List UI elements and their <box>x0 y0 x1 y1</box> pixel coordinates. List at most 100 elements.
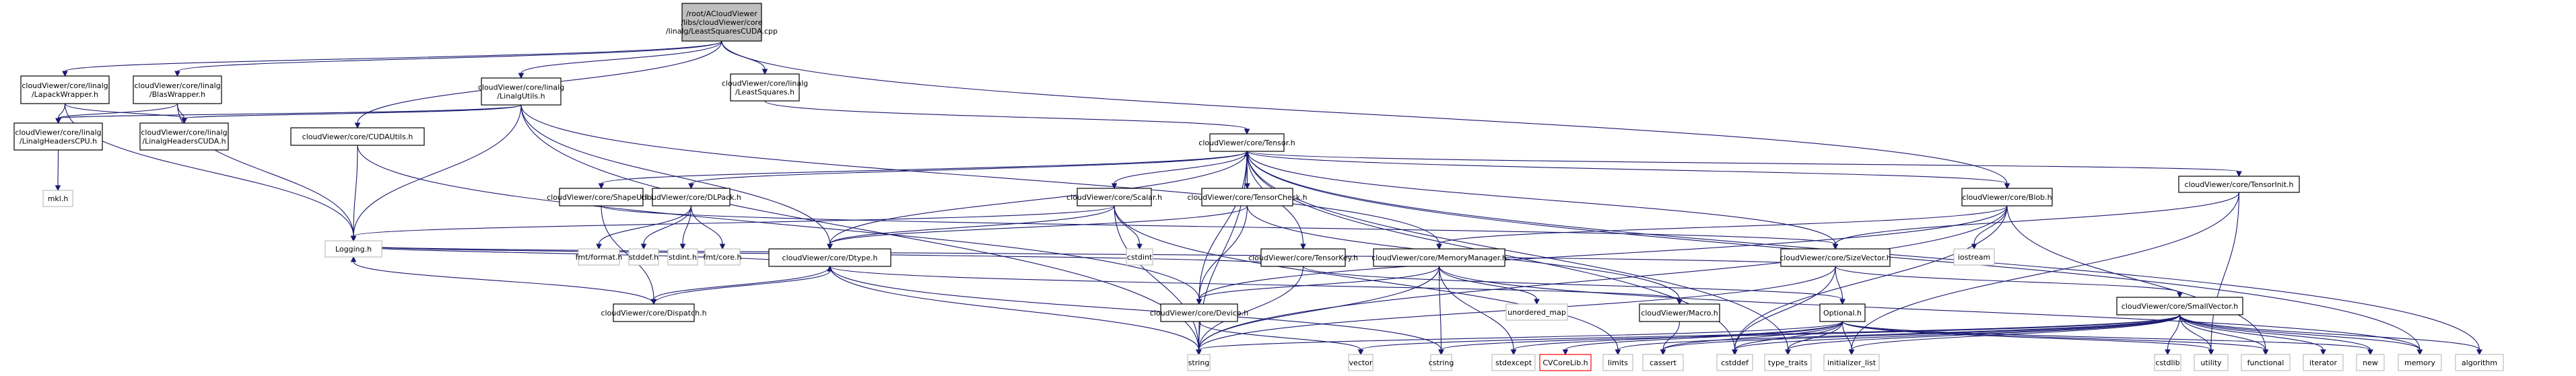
node-dispatch[interactable]: cloudViewer/core/Dispatch.h <box>601 303 707 322</box>
node-label: /linalg/LeastSquaresCUDA.cpp <box>666 27 778 36</box>
node-label: stdexcept <box>1495 359 1532 367</box>
node-leastsquares[interactable]: cloudViewer/core/linalg/LeastSquares.h <box>722 73 808 102</box>
node-label: cloudViewer/core/SizeVector.h <box>1780 254 1891 262</box>
node-box <box>1961 188 2053 206</box>
node-label: cloudViewer/core/linalg <box>15 128 101 137</box>
node-box <box>730 73 800 102</box>
node-label: fmt/format.h <box>576 253 623 262</box>
node-dlpack[interactable]: cloudViewer/core/DLPack.h <box>641 188 741 206</box>
node-box <box>704 248 741 266</box>
node-label: cloudViewer/core/TensorKey.h <box>1248 254 1358 262</box>
node-label: algorithm <box>2462 359 2497 367</box>
node-optional[interactable]: Optional.h <box>1819 303 1866 322</box>
node-smallvector[interactable]: cloudViewer/core/SmallVector.h <box>2116 297 2243 315</box>
edge-blob-to-iostream <box>1973 205 2008 245</box>
node-box <box>1639 303 1720 322</box>
node-label: cloudViewer/core/Device.h <box>1150 309 1249 317</box>
arrowhead-icon <box>1137 243 1143 250</box>
edge-smallvector-to-memory <box>2179 314 2420 350</box>
edge-blas-to-cpu <box>57 103 178 119</box>
edge-smallvector-to-cstdlib <box>2167 314 2181 350</box>
node-tensorcheck[interactable]: cloudViewer/core/TensorCheck.h <box>1187 188 1308 206</box>
node-box <box>613 303 695 322</box>
node-box <box>133 75 222 104</box>
node-label: cstdint <box>1127 253 1153 262</box>
arrowhead-icon <box>640 243 647 250</box>
node-memmgr[interactable]: cloudViewer/core/MemoryManager.h <box>1371 248 1507 267</box>
node-blob[interactable]: cloudViewer/core/Blob.h <box>1961 188 2053 206</box>
node-label: cstring <box>1429 359 1454 367</box>
arrowhead-icon <box>827 265 833 272</box>
node-cpu[interactable]: cloudViewer/core/linalg/LinalgHeadersCPU… <box>13 122 103 151</box>
node-label: cloudViewer/core/linalg <box>141 128 227 137</box>
node-tensorkey[interactable]: cloudViewer/core/TensorKey.h <box>1248 248 1358 267</box>
node-label: cloudViewer/core/linalg <box>722 79 808 88</box>
node-blas[interactable]: cloudViewer/core/linalg/BlasWrapper.h <box>133 75 222 104</box>
node-fmtcore: fmt/core.h <box>704 248 741 266</box>
node-box <box>578 248 620 266</box>
edge-linalgutils-to-cuda <box>183 104 522 119</box>
edge-dlpack-to-fmtcore <box>690 205 723 245</box>
node-label: cloudViewer/Macro.h <box>1641 309 1718 317</box>
node-box <box>325 240 382 258</box>
edge-dlpack-to-stdint <box>682 205 692 245</box>
edge-tensorcheck-to-device <box>1198 205 1248 300</box>
edge-scalar-to-logging <box>353 205 1115 237</box>
node-box <box>2303 354 2344 371</box>
node-device[interactable]: cloudViewer/core/Device.h <box>1150 303 1249 322</box>
node-label: iterator <box>2309 359 2337 367</box>
node-box <box>1491 354 1536 371</box>
arrowhead-icon <box>2262 349 2269 356</box>
node-tensor[interactable]: cloudViewer/core/Tensor.h <box>1198 133 1295 152</box>
node-box <box>2356 354 2385 371</box>
node-unorderedmap: unordered_map <box>1505 303 1568 321</box>
edge-optional-to-string <box>1198 321 1843 350</box>
edge-tensor-to-device <box>1198 151 1248 300</box>
edge-tensorinit-to-initlist <box>1851 192 2240 350</box>
edge-tensorcheck-to-dtype <box>829 205 1248 245</box>
node-label: initializer_list <box>1827 359 1876 367</box>
edge-dlpack-to-fmtformat <box>598 205 692 245</box>
node-root[interactable]: /root/ACloudViewer/libs/cloudViewer/core… <box>666 3 778 42</box>
node-label: new <box>2363 359 2378 367</box>
node-linalgutils[interactable]: cloudViewer/core/linalg/LinalgUtils.h <box>478 77 564 106</box>
edge-lapack-to-cpu <box>57 103 66 119</box>
node-cuda[interactable]: cloudViewer/core/linalg/LinalgHeadersCUD… <box>139 122 229 151</box>
edge-tensor-to-sizevector <box>1246 151 1836 245</box>
node-label: functional <box>2247 359 2284 367</box>
node-label: /LinalgHeadersCPU.h <box>20 137 97 146</box>
arrowhead-icon <box>2165 349 2171 356</box>
node-macro[interactable]: cloudViewer/Macro.h <box>1639 303 1720 322</box>
edge-blob-to-memmgr <box>1438 205 2008 245</box>
edge-sizevector-to-logging <box>353 245 1836 267</box>
node-cudautils[interactable]: cloudViewer/core/CUDAUtils.h <box>290 127 425 146</box>
edge-dtype-to-string <box>829 266 1200 350</box>
arrowhead-icon <box>1785 349 1791 356</box>
edge-dtype-to-dispatch <box>653 266 831 300</box>
node-box <box>768 248 891 267</box>
edge-root-to-linalgutils <box>520 40 722 74</box>
node-cvcorelib: CVCoreLib.h <box>1539 354 1592 371</box>
edge-blob-to-string <box>1198 205 2008 350</box>
node-algorithm: algorithm <box>2455 354 2504 371</box>
node-vector: vector <box>1348 354 1374 371</box>
node-box <box>2398 354 2442 371</box>
node-tensorinit[interactable]: cloudViewer/core/TensorInit.h <box>2178 176 2300 193</box>
node-dtype[interactable]: cloudViewer/core/Dtype.h <box>768 248 891 267</box>
node-sizevector[interactable]: cloudViewer/core/SizeVector.h <box>1780 248 1891 267</box>
node-new: new <box>2356 354 2385 371</box>
arrowhead-icon <box>354 122 361 129</box>
arrowhead-icon <box>1436 243 1442 250</box>
node-label: type_traits <box>1768 359 1808 367</box>
node-lapack[interactable]: cloudViewer/core/linalg/LapackWrapper.h <box>20 75 110 104</box>
arrowhead-icon <box>679 243 686 250</box>
node-box <box>652 188 731 206</box>
node-memory: memory <box>2398 354 2442 371</box>
edge-memmgr-to-cstring <box>1438 266 1442 350</box>
node-box <box>1201 188 1293 206</box>
node-shapeutil[interactable]: cloudViewer/core/ShapeUtil.h <box>547 188 656 206</box>
node-scalar[interactable]: cloudViewer/core/Scalar.h <box>1066 188 1162 206</box>
node-utility: utility <box>2194 354 2229 371</box>
arrowhead-icon <box>1244 128 1250 135</box>
